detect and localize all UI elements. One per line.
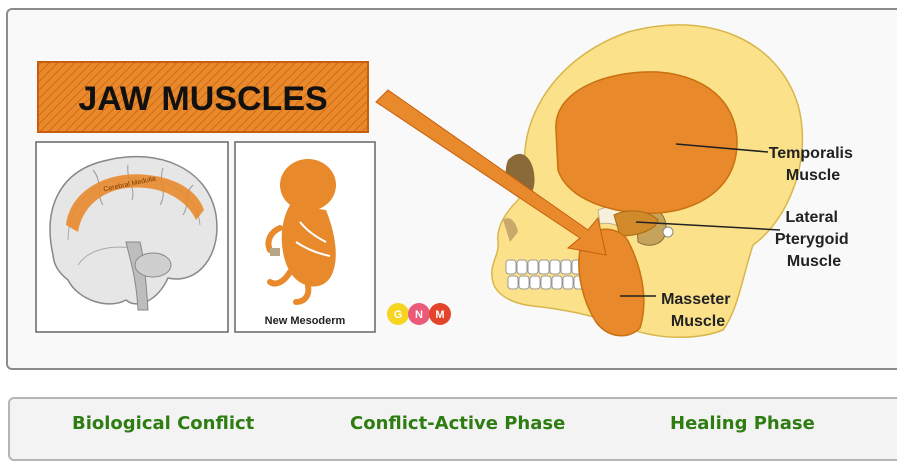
svg-text:G: G	[394, 309, 403, 321]
figure-title: JAW MUSCLES	[78, 80, 327, 118]
svg-text:N: N	[415, 309, 423, 321]
phase-tab-bar: Biological Conflict Conflict-Active Phas…	[8, 397, 897, 461]
lateral-pterygoid-label: Lateral Pterygoid Muscle	[775, 209, 853, 270]
tab-healing-phase[interactable]: Healing Phase	[670, 413, 815, 434]
gnm-logo: G N M	[387, 303, 451, 325]
skull-illustration	[492, 25, 803, 337]
tab-biological-conflict[interactable]: Biological Conflict	[72, 413, 254, 434]
embryo-illustration: New Mesoderm	[235, 142, 375, 332]
tab-conflict-active-phase[interactable]: Conflict-Active Phase	[350, 413, 565, 434]
jaw-muscles-illustration: JAW MUSCLES Cerebral Medulla New Mesoder…	[8, 10, 897, 368]
brain-illustration: Cerebral Medulla	[36, 142, 228, 332]
jaw-muscles-figure-panel: JAW MUSCLES Cerebral Medulla New Mesoder…	[6, 8, 897, 370]
embryo-caption: New Mesoderm	[265, 315, 346, 327]
svg-text:M: M	[435, 309, 444, 321]
title-banner: JAW MUSCLES	[38, 62, 368, 132]
